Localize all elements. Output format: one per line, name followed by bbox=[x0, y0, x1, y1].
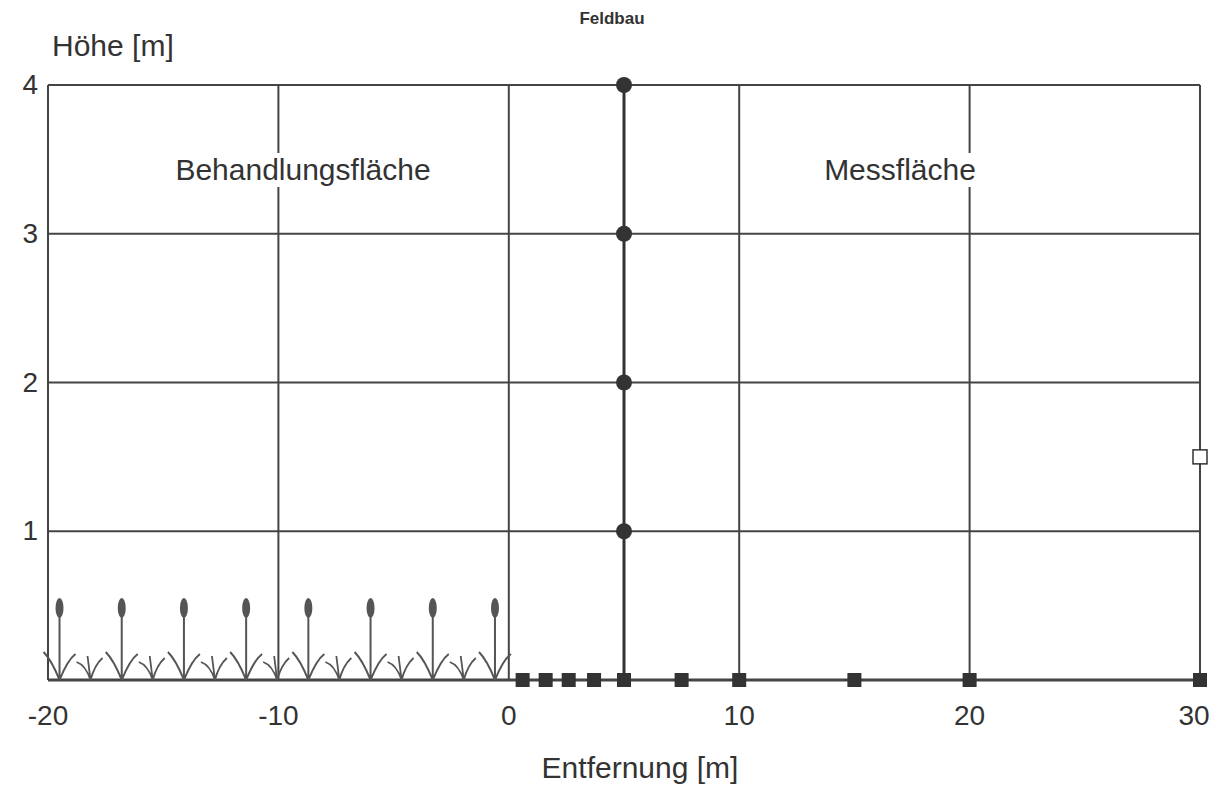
tick-label: -20 bbox=[28, 702, 68, 730]
plant-ear bbox=[118, 598, 126, 618]
ground-sampler bbox=[1193, 673, 1207, 687]
tick-label: 0 bbox=[501, 702, 517, 730]
plant-stem bbox=[44, 615, 76, 680]
axis-title: Höhe [m] bbox=[52, 31, 174, 61]
plant-stem bbox=[355, 615, 387, 680]
tick-label: 4 bbox=[22, 71, 38, 99]
grass-tuft bbox=[139, 656, 165, 680]
grass-tuft bbox=[263, 656, 289, 680]
ground-sampler bbox=[516, 673, 530, 687]
mast-sampler bbox=[616, 523, 632, 539]
plant-ear bbox=[367, 598, 375, 618]
area-label: Behandlungsfläche bbox=[171, 153, 434, 187]
grass-tuft bbox=[450, 656, 476, 680]
plant-stem bbox=[230, 615, 262, 680]
ground-sampler bbox=[617, 673, 631, 687]
tick-label: 20 bbox=[954, 702, 985, 730]
plant-ear bbox=[304, 598, 312, 618]
plant-ear bbox=[429, 598, 437, 618]
plant-stem bbox=[292, 615, 324, 680]
chart-title: Feldbau bbox=[579, 10, 644, 27]
mast-sampler bbox=[616, 226, 632, 242]
tick-label: 3 bbox=[22, 220, 38, 248]
plant-ear bbox=[180, 598, 188, 618]
mast-sampler bbox=[616, 77, 632, 93]
tick-label: -10 bbox=[258, 702, 298, 730]
ground-sampler bbox=[675, 673, 689, 687]
ground-sampler bbox=[539, 673, 553, 687]
tick-label: 30 bbox=[1178, 702, 1209, 730]
mast-sampler bbox=[616, 375, 632, 391]
grass-tuft bbox=[388, 656, 414, 680]
axis-title: Entfernung [m] bbox=[542, 753, 739, 783]
grass-tuft bbox=[77, 656, 103, 680]
plant-ear bbox=[56, 598, 64, 618]
plant-ear bbox=[491, 598, 499, 618]
plant-stem bbox=[479, 615, 511, 680]
area-label: Messfläche bbox=[820, 153, 980, 187]
plant-stem bbox=[106, 615, 138, 680]
plant-ear bbox=[242, 598, 250, 618]
ground-sampler bbox=[562, 673, 576, 687]
grass-tuft bbox=[325, 656, 351, 680]
ground-sampler bbox=[963, 673, 977, 687]
tick-label: 10 bbox=[724, 702, 755, 730]
tick-label: 2 bbox=[22, 369, 38, 397]
ground-sampler bbox=[847, 673, 861, 687]
ground-sampler bbox=[732, 673, 746, 687]
grass-tuft bbox=[201, 656, 227, 680]
plant-stem bbox=[168, 615, 200, 680]
tick-label: 1 bbox=[22, 517, 38, 545]
plant-stem bbox=[417, 615, 449, 680]
open-sampler bbox=[1193, 450, 1207, 464]
ground-sampler bbox=[587, 673, 601, 687]
